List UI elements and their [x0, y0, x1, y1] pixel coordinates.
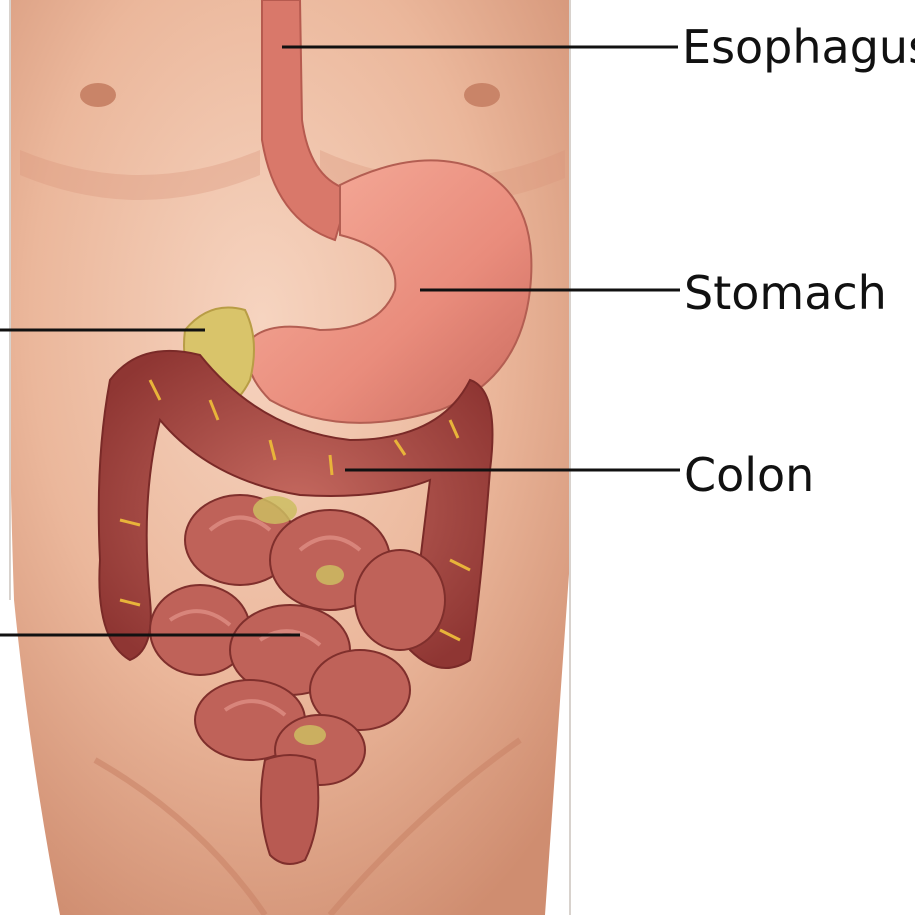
stomach-label: Stomach [684, 270, 887, 316]
colon-label: Colon [684, 452, 814, 498]
rectum [261, 755, 318, 864]
left-nipple [80, 83, 116, 107]
right-nipple [464, 83, 500, 107]
esophagus-label: Esophagus [682, 24, 915, 70]
